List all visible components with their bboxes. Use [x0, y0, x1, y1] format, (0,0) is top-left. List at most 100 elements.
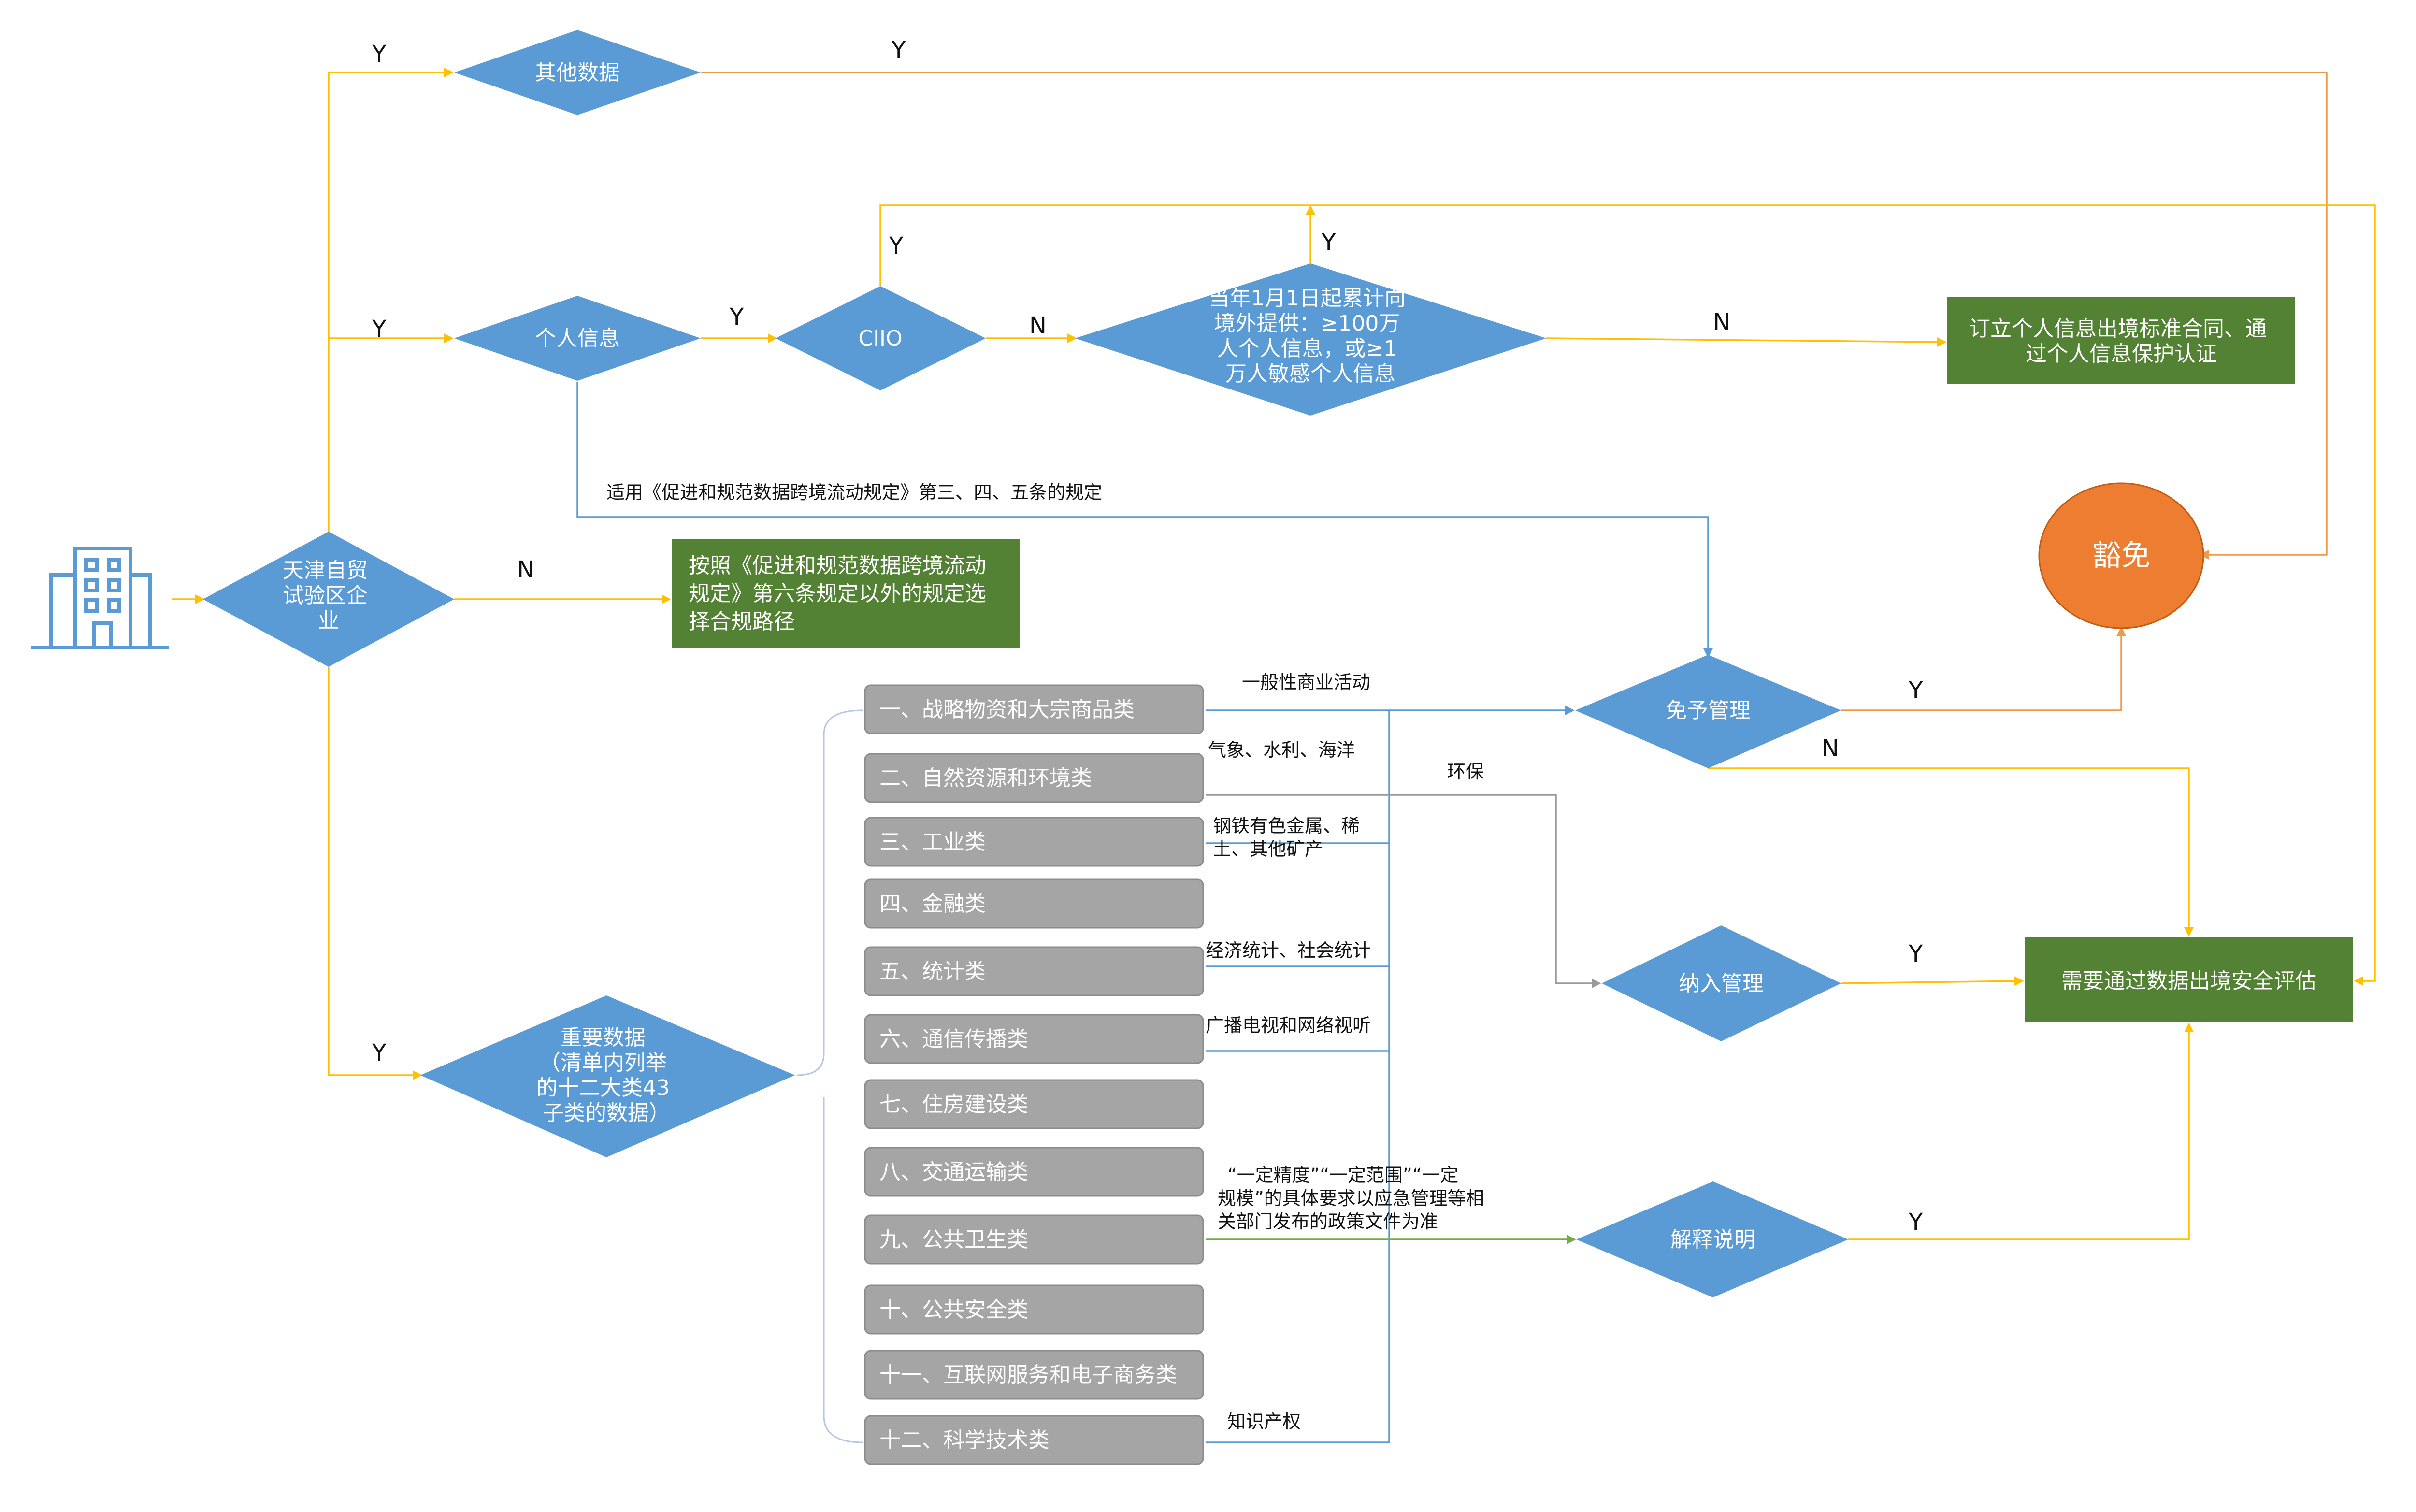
annotation-weather-water-ocean: 气象、水利、海洋: [1208, 739, 1355, 761]
article6-line-1: 按照《促进和规范数据跨境流动: [689, 553, 986, 578]
include-mgmt-label: 纳入管理: [1679, 971, 1764, 996]
annotations: 适用《促进和规范数据跨境流动规定》第三、四、五条的规定 一般性商业活动 气象、水…: [606, 482, 1490, 1432]
label-y-include-mgmt: Y: [1908, 940, 1923, 967]
exempt-mgmt-shape: [1575, 655, 1841, 768]
category-box: [864, 878, 1204, 929]
label-y-other-data: Y: [372, 41, 387, 68]
threshold-shape: [1075, 263, 1546, 416]
important-data-line-3: 的十二大类43: [536, 1076, 670, 1100]
category-label: 十二、科学技术类: [879, 1428, 1050, 1453]
category-box: [864, 1014, 1204, 1064]
ciio-label: CIIO: [858, 326, 902, 351]
category-label: 五、统计类: [879, 959, 986, 984]
label-n-threshold: N: [1713, 309, 1730, 336]
article6-line-3: 择合规路径: [689, 609, 795, 634]
personal-info-label: 个人信息: [535, 326, 620, 351]
category-item: 十一、互联网服务和电子商务类: [864, 1350, 1204, 1400]
edge-other-data-to-exempt: [701, 72, 2328, 560]
start-decision-shape: [203, 532, 454, 667]
category-item: 九、公共卫生类: [864, 1214, 1204, 1265]
important-data-line-4: 子类的数据）: [543, 1101, 670, 1125]
category-label: 二、自然资源和环境类: [879, 766, 1092, 791]
category-item: 六、通信传播类: [864, 1014, 1204, 1064]
important-data-decision: 重要数据 （清单内列举 的十二大类43 子类的数据）: [420, 995, 795, 1157]
threshold-line-1: 当年1月1日起累计向: [1208, 286, 1406, 311]
category-list: 一、战略物资和大宗商品类二、自然资源和环境类三、工业类四、金融类五、统计类六、通…: [864, 684, 1204, 1465]
exempt-shape: [2038, 482, 2204, 629]
connectors: [172, 68, 2376, 1443]
category-item: 十二、科学技术类: [864, 1415, 1204, 1465]
threshold-label: 当年1月1日起累计向 境外提供：≥100万 人个人信息，或≥1 万人敏感个人信息: [1208, 286, 1412, 386]
article6-shape: [672, 539, 1020, 648]
category-item: 二、自然资源和环境类: [864, 753, 1204, 803]
edge-explain-to-security-eval: [1848, 1022, 2194, 1240]
category-item: 八、交通运输类: [864, 1147, 1204, 1197]
building-icon: [31, 547, 169, 649]
edge-start-to-other-data: [328, 68, 454, 532]
article6-label: 按照《促进和规范数据跨境流动 规定》第六条规定以外的规定选 择合规路径: [689, 553, 993, 634]
security-eval-label: 需要通过数据出境安全评估: [2061, 969, 2316, 994]
exempt-mgmt-decision: 免予管理: [1575, 655, 1841, 768]
category-item: 十、公共安全类: [864, 1284, 1204, 1335]
exempt-node: 豁免: [2038, 482, 2204, 629]
edge-start-to-important-data: [328, 667, 422, 1080]
label-y-personal-info: Y: [372, 316, 387, 343]
annotation-precision-scope: “一定精度”“一定范围”“一定 规模”的具体要求以应急管理等相 关部门发布的政策…: [1218, 1165, 1490, 1232]
start-line-2: 试验区企: [283, 583, 368, 608]
annotation-rule-345: 适用《促进和规范数据跨境流动规定》第三、四、五条的规定: [606, 482, 1102, 503]
category-item: 七、住房建设类: [864, 1079, 1204, 1129]
label-y-ciio-up: Y: [889, 232, 904, 259]
label-y-important-data: Y: [372, 1039, 387, 1066]
category-label: 一、战略物资和大宗商品类: [879, 697, 1135, 722]
category-label: 八、交通运输类: [879, 1160, 1028, 1184]
annotation-steel-metals-line-1: 钢铁有色金属、稀: [1213, 815, 1360, 836]
label-y-exempt-mgmt: Y: [1908, 677, 1923, 704]
explain-shape: [1576, 1181, 1848, 1297]
label-y-threshold: Y: [1321, 229, 1336, 256]
category-box: [864, 1079, 1204, 1129]
category-box: [864, 684, 1204, 734]
ciio-decision: CIIO: [776, 286, 986, 390]
category-label: 三、工业类: [879, 830, 986, 854]
important-data-line-1: 重要数据: [561, 1025, 646, 1050]
annotation-env-protection: 环保: [1447, 761, 1484, 782]
start-decision: 天津自贸 试验区企 业: [203, 532, 454, 667]
standard-contract-line-1: 订立个人信息出境标准合同、通: [1969, 317, 2267, 341]
category-box: [864, 1415, 1204, 1465]
annotation-steel-metals: 钢铁有色金属、稀 土、其他矿产: [1213, 815, 1366, 860]
edge-exempt-mgmt-to-security-eval: [1708, 767, 2194, 937]
category-label: 四、金融类: [879, 892, 986, 916]
security-eval-shape: [2025, 937, 2353, 1022]
edge-category-bus: [1206, 709, 1390, 1443]
edge-exempt-mgmt-to-exempt: [1841, 626, 2126, 711]
personal-info-decision: 个人信息: [454, 296, 701, 381]
edge-threshold-to-standard-contract: [1546, 337, 1947, 347]
label-n-ciio: N: [1029, 312, 1047, 339]
label-y-ciio: Y: [729, 303, 744, 331]
include-mgmt-decision: 纳入管理: [1602, 925, 1841, 1041]
category-label: 九、公共卫生类: [879, 1227, 1028, 1252]
edge-include-mgmt-to-security-eval: [1841, 976, 2024, 986]
annotation-broadcast-tv: 广播电视和网络视听: [1206, 1015, 1371, 1036]
exempt-mgmt-label: 免予管理: [1666, 698, 1751, 723]
edge-personal-info-to-exempt-mgmt: [576, 382, 1713, 658]
important-data-line-2: （清单内列举: [539, 1051, 667, 1075]
category-item: 一、战略物资和大宗商品类: [864, 684, 1204, 734]
edge-labels: Y Y Y Y Y N Y N N Y Y N Y Y: [372, 37, 1923, 1236]
threshold-line-4: 万人敏感个人信息: [1225, 361, 1395, 386]
article6-line-2: 规定》第六条规定以外的规定选: [689, 581, 986, 606]
annotation-precision-scope-line-2: 规模”的具体要求以应急管理等相: [1218, 1188, 1484, 1209]
include-mgmt-shape: [1602, 925, 1841, 1041]
category-box: [864, 1284, 1204, 1335]
category-label: 七、住房建设类: [879, 1092, 1028, 1117]
annotation-precision-scope-line-1: “一定精度”“一定范围”“一定: [1227, 1165, 1458, 1186]
annotation-precision-scope-line-3: 关部门发布的政策文件为准: [1218, 1211, 1438, 1232]
other-data-shape: [454, 30, 701, 115]
label-n-start: N: [517, 556, 534, 583]
exempt-label: 豁免: [2092, 539, 2150, 573]
annotation-ip: 知识产权: [1227, 1411, 1301, 1432]
annotation-economic-social-stats: 经济统计、社会统计: [1206, 940, 1371, 961]
category-box: [864, 753, 1204, 803]
edge-cat2-to-include-mgmt: [1206, 794, 1601, 988]
other-data-label: 其他数据: [535, 60, 620, 85]
